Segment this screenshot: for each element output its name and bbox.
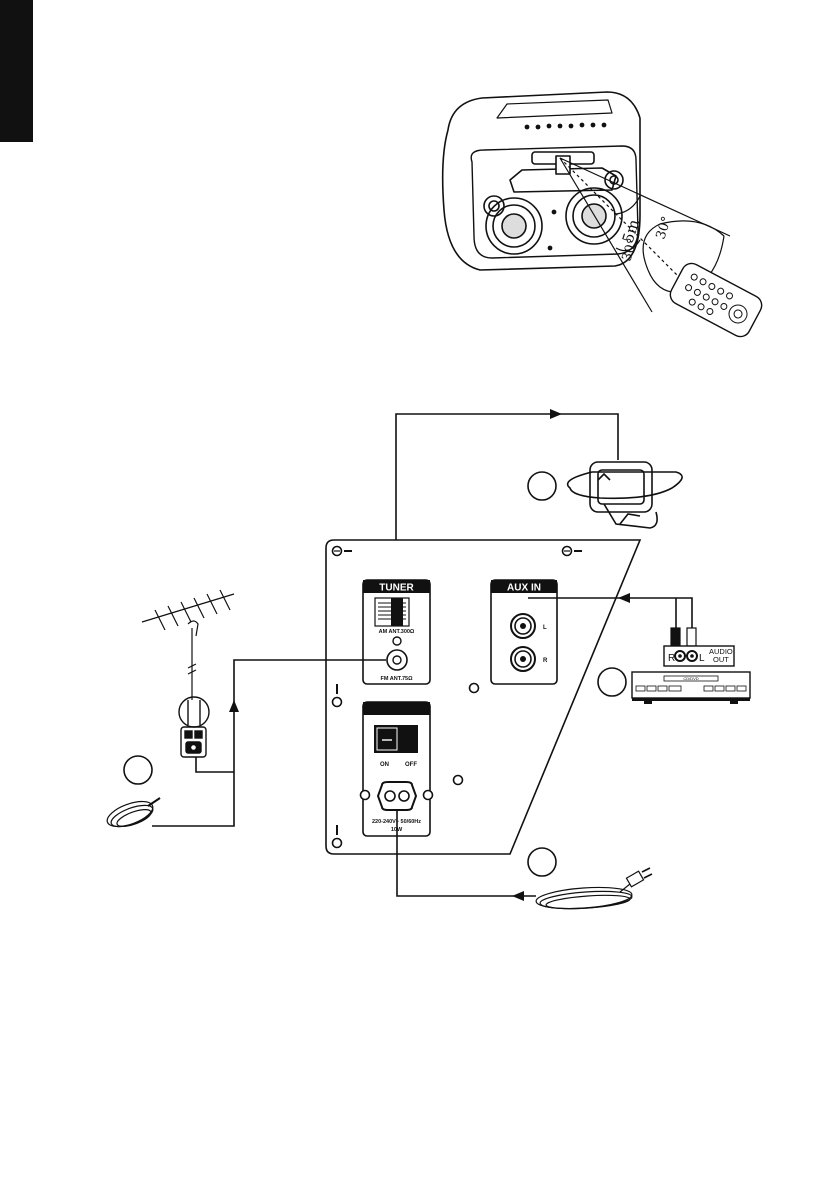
audio-out-line2: OUT (713, 655, 729, 664)
aux-right-label: R (543, 658, 548, 664)
rca-plugs (671, 628, 696, 646)
am-label: AM ANT.300Ω (379, 629, 415, 635)
tuner-module: TUNER AM ANT.300Ω FM ANT.75Ω (363, 580, 430, 684)
remote-control-icon (667, 260, 765, 340)
arrow-icon (618, 593, 630, 603)
arrow-icon (229, 700, 239, 712)
arrow-icon (512, 891, 524, 901)
aux-left-label: L (543, 625, 547, 631)
step-circle-am (528, 472, 556, 500)
on-label: ON (380, 762, 389, 768)
fm-wire-antenna-icon (104, 796, 160, 831)
player-display: CD/DVD (683, 676, 698, 681)
angle-label-right: 30° (654, 215, 675, 242)
step-circle-aux (598, 668, 626, 696)
rear-panel: TUNER AM ANT.300Ω FM ANT.75Ω AUX IN (326, 540, 640, 854)
antenna-adapter-icon (179, 697, 209, 757)
loop-antenna-icon (568, 462, 683, 528)
step-circle-power (528, 848, 556, 876)
tuner-title: TUNER (379, 583, 414, 594)
l-label: L (699, 653, 705, 664)
aux-in-module: AUX IN L R (491, 580, 557, 684)
cd-dvd-player-icon: R L AUDIO OUT CD/DVD (632, 646, 750, 704)
fm-label: FM ANT.75Ω (380, 676, 413, 682)
language-side-tab (0, 0, 33, 142)
aux-title: AUX IN (507, 583, 541, 594)
arrow-icon (550, 409, 562, 419)
step-circle-fm (124, 756, 152, 784)
r-label: R (668, 653, 675, 664)
power-cord-icon (535, 868, 652, 911)
tv-antenna-icon (142, 590, 234, 700)
ac-inlet[interactable] (378, 782, 416, 810)
off-label: OFF (405, 762, 417, 768)
